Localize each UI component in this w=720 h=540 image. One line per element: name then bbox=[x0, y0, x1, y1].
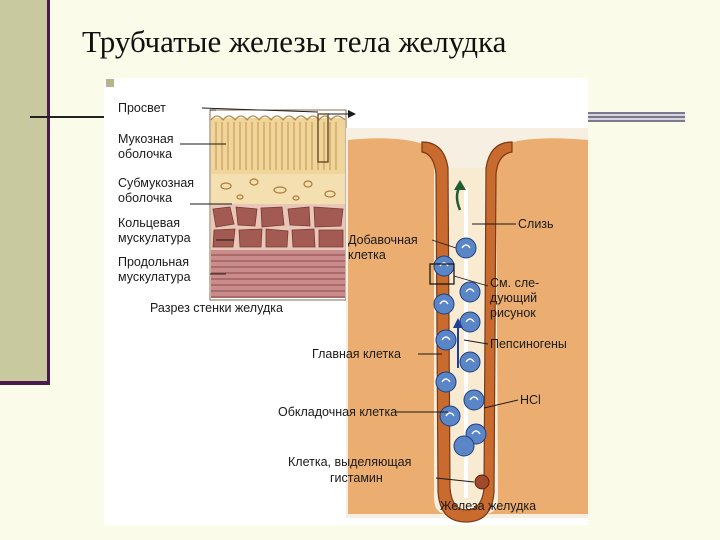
gland-wall bbox=[421, 141, 513, 523]
stomach-gland-figure: Просвет Мукозная оболочка Субмукозная об… bbox=[104, 78, 588, 525]
label-see-next-line3: рисунок bbox=[490, 306, 536, 320]
left-decor-line bbox=[47, 0, 50, 385]
mucosa-layer bbox=[211, 118, 345, 174]
wall-section bbox=[209, 109, 347, 301]
label-gland: Железа желудка bbox=[440, 499, 536, 513]
detail-box bbox=[429, 263, 455, 285]
label-histamine-line1: Клетка, выделяющая bbox=[288, 455, 411, 469]
cell-12 bbox=[453, 435, 475, 457]
label-chief-cell: Главная клетка bbox=[312, 347, 401, 361]
label-accessory-line2: клетка bbox=[348, 248, 386, 262]
label-mucosa-line2: оболочка bbox=[118, 147, 172, 161]
cell-8 bbox=[435, 371, 457, 393]
cell-3 bbox=[459, 281, 481, 303]
left-decor-strip bbox=[0, 0, 47, 385]
label-circular-line1: Кольцевая bbox=[118, 216, 180, 230]
label-lumen: Просвет bbox=[118, 101, 166, 115]
longitudinal-muscle-layer bbox=[211, 250, 345, 298]
cell-7 bbox=[459, 351, 481, 373]
cell-6 bbox=[435, 329, 457, 351]
label-longitudinal-line1: Продольная bbox=[118, 255, 189, 269]
bullet-marker bbox=[106, 79, 114, 87]
figure-caption: Разрез стенки желудка bbox=[150, 301, 283, 315]
label-submucosa-line2: оболочка bbox=[118, 191, 172, 205]
label-accessory-line1: Добавочная bbox=[348, 233, 418, 247]
left-decor-bottom-line bbox=[0, 381, 50, 385]
label-pepsinogens: Пепсиногены bbox=[490, 337, 567, 351]
cell-4 bbox=[433, 293, 455, 315]
gland-tissue-right bbox=[484, 138, 588, 514]
slide-title: Трубчатые железы тела желудка bbox=[82, 24, 507, 59]
submucosa-layer bbox=[211, 174, 345, 204]
cell-5 bbox=[459, 311, 481, 333]
decor-rule-right bbox=[585, 112, 685, 122]
cell-1 bbox=[455, 237, 477, 259]
label-see-next-line2: дующий bbox=[490, 291, 537, 305]
label-longitudinal-line2: мускулатура bbox=[118, 270, 191, 284]
cell-10 bbox=[439, 405, 461, 427]
label-histamine-line2: гистамин bbox=[330, 471, 383, 485]
label-see-next-line1: См. сле- bbox=[490, 276, 539, 290]
cell-9 bbox=[463, 389, 485, 411]
label-hcl: HCl bbox=[520, 393, 541, 407]
decor-rule-left bbox=[30, 116, 110, 118]
zoom-box bbox=[317, 113, 329, 163]
stomach-gland-diagram: Просвет Мукозная оболочка Субмукозная об… bbox=[118, 101, 588, 523]
cell-2 bbox=[433, 255, 455, 277]
label-mucosa-line1: Мукозная bbox=[118, 132, 174, 146]
histamine-cell bbox=[474, 474, 490, 490]
label-parietal-cell: Обкладочная клетка bbox=[278, 405, 397, 419]
gland-tissue-left bbox=[348, 138, 448, 514]
gastric-gland bbox=[346, 128, 588, 523]
label-submucosa-line1: Субмукозная bbox=[118, 176, 194, 190]
label-mucus: Слизь bbox=[518, 217, 554, 231]
label-circular-line2: мускулатура bbox=[118, 231, 191, 245]
